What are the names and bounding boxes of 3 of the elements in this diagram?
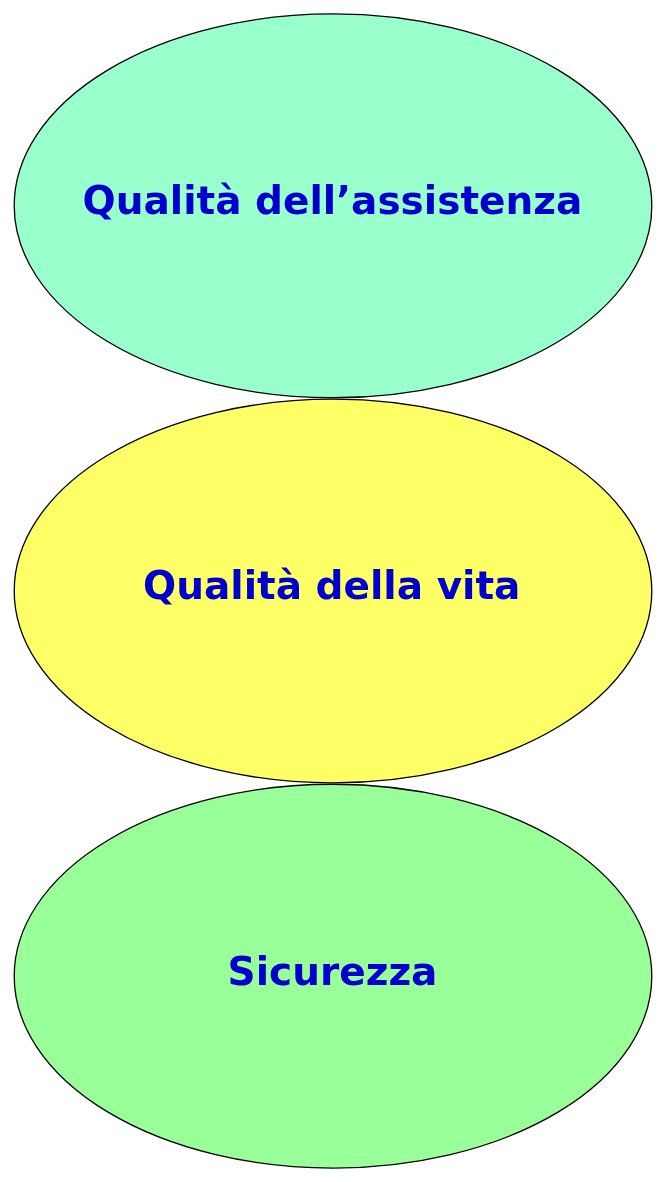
node-ellipse: Sicurezza (13, 783, 653, 1169)
node-ellipse: Qualità dell’assistenza (13, 13, 653, 399)
node-ellipse: Qualità della vita (13, 398, 653, 784)
